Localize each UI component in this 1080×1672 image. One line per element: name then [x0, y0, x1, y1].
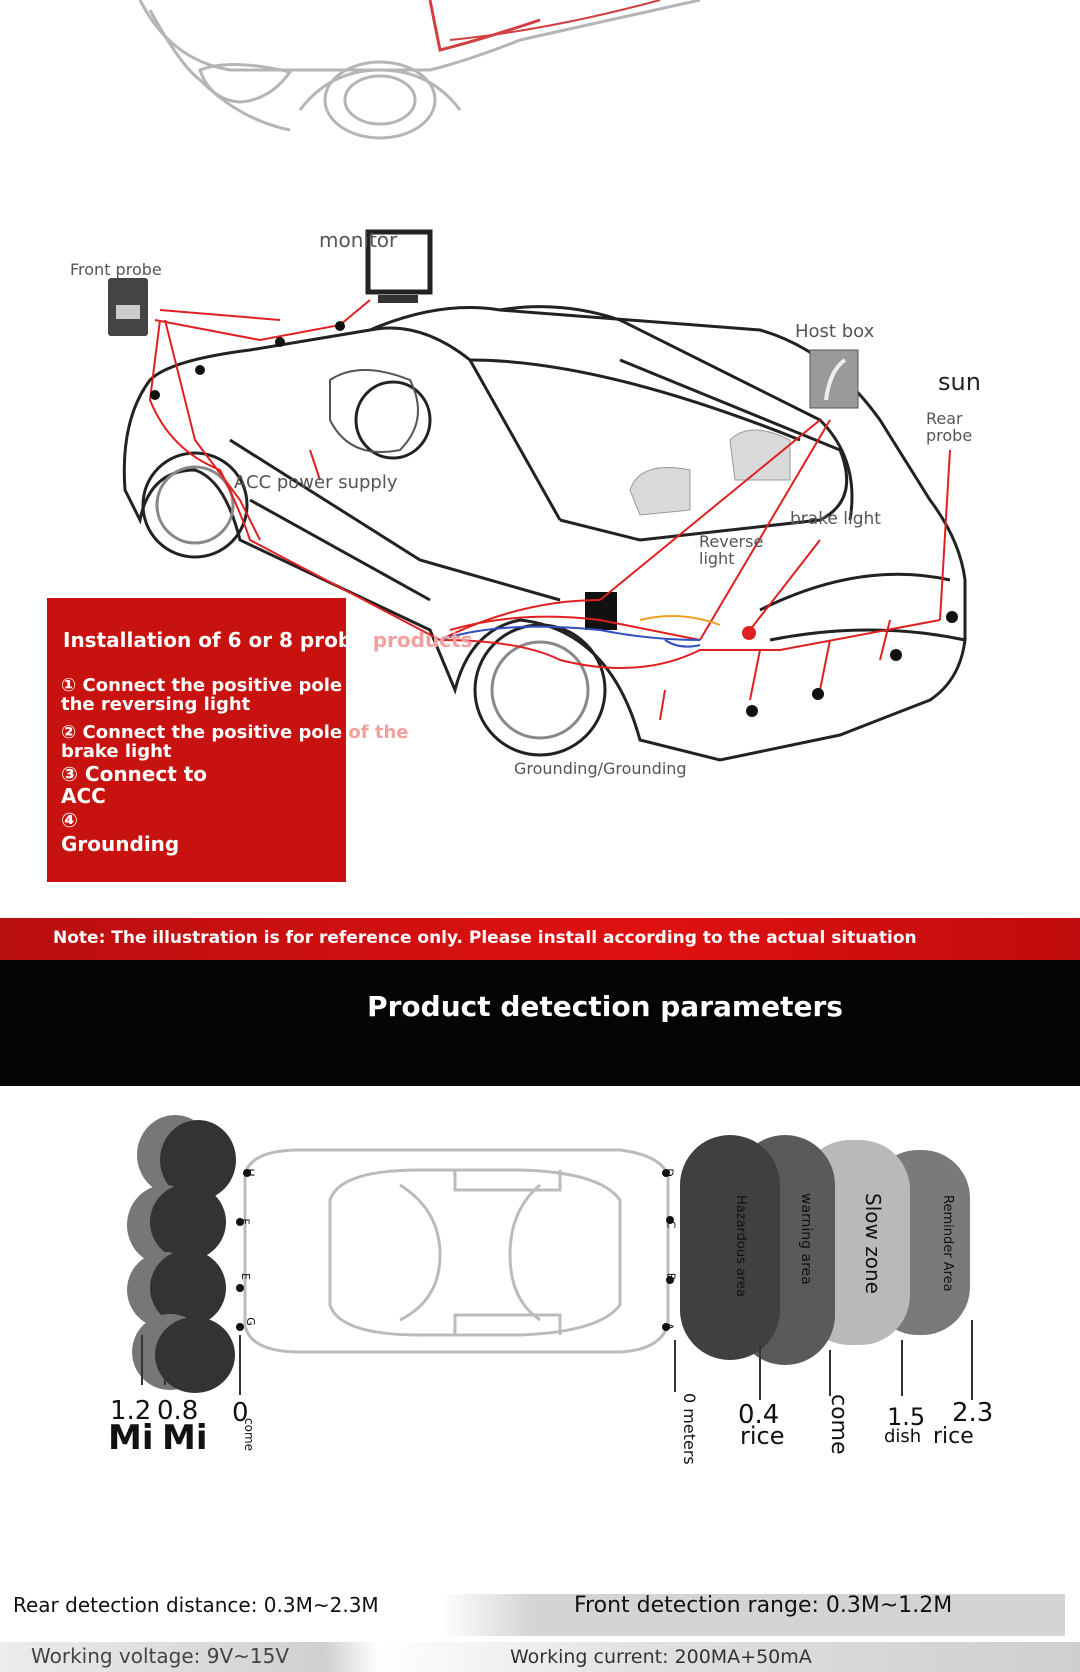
fuel-cap: [585, 592, 617, 630]
top-car-sketch: [138, 0, 701, 140]
sensor-letter-d: D: [662, 1168, 676, 1177]
orange-wiring: [639, 615, 721, 626]
step-2-text: ② Connect the positive pole: [61, 722, 343, 743]
front-probe-label: Front probe: [70, 260, 162, 279]
grounding-label: Grounding/Grounding: [514, 759, 687, 778]
installation-instructions: Installation of 6 or 8 probe products ① …: [47, 598, 473, 882]
step-1-line-1: ① Connect the positive pole of: [61, 675, 369, 696]
front-detection-bubbles: [127, 1115, 236, 1393]
rear-distance-3-value: 1.5: [887, 1403, 926, 1431]
instructions-title-faded: products: [372, 628, 473, 652]
brake-light-label: brake light: [790, 509, 881, 529]
seat-shapes: [629, 429, 791, 516]
rear-probe-label: Rear probe: [926, 409, 973, 445]
rear-distance-2: come: [826, 1394, 851, 1455]
step-3-line-2: ACC: [61, 784, 106, 808]
probe-dots: [150, 321, 958, 717]
front-distance-2-unit: Mi: [162, 1418, 208, 1458]
step-2-faded: of the: [348, 722, 409, 743]
step-3-line-1: ③ Connect to: [61, 762, 208, 786]
installation-diagram: [108, 0, 967, 762]
front-distance-3-unit: come: [242, 1418, 256, 1452]
detection-heading: Product detection parameters: [367, 990, 843, 1023]
rear-detection-zones: [680, 1135, 970, 1365]
spec-front-range: Front detection range: 0.3M~1.2M: [574, 1593, 953, 1618]
reverse-light-label: Reverse light: [699, 532, 764, 568]
spec-bg-front: [440, 1594, 1065, 1636]
sensor-letter-c: C: [664, 1220, 678, 1229]
sensor-letter-h: H: [243, 1168, 257, 1177]
step-1-line-2: the reversing light: [61, 694, 251, 715]
note-text: Note: The illustration is for reference …: [53, 928, 917, 948]
front-distance-2-value: 0.8: [157, 1396, 199, 1426]
rear-distance-3-unit: dish: [884, 1426, 922, 1447]
front-distance-3-value: 0: [232, 1398, 249, 1428]
rear-distance-4-unit: rice: [933, 1424, 974, 1449]
step-2-line-2: brake light: [61, 741, 172, 762]
sensor-letter-b: B: [664, 1272, 678, 1281]
brake-light-dot: [742, 626, 756, 640]
host-box-device: [809, 349, 859, 409]
spec-voltage: Working voltage: 9V~15V: [31, 1644, 290, 1668]
main-car-sketch: [122, 305, 967, 762]
instructions-title: Installation of 6 or 8 probe products: [63, 628, 473, 652]
zone-reminder: Reminder Area: [940, 1195, 955, 1292]
spec-bg-bottom: [0, 1642, 1080, 1672]
note-bar: Note: The illustration is for reference …: [0, 918, 1080, 960]
step-4-line-2: Grounding: [61, 832, 180, 856]
spec-current: Working current: 200MA+50mA: [510, 1646, 812, 1668]
rear-distance-1-value: 0.4: [738, 1400, 780, 1430]
step-2-line-1: ② Connect the positive pole of the: [61, 723, 408, 743]
host-box-label: Host box: [795, 321, 875, 342]
front-distance-1-unit: Mi: [108, 1418, 154, 1458]
step-4-line-1: ④: [61, 808, 78, 832]
zone-slow: Slow zone: [861, 1193, 885, 1294]
red-wiring: [148, 299, 951, 721]
monitor-device: [365, 229, 433, 303]
acc-power-label: ACC power supply: [234, 472, 398, 493]
sun-label: sun: [938, 368, 981, 396]
sensor-letter-e: E: [238, 1273, 252, 1280]
rear-distance-1-unit: rice: [740, 1422, 785, 1450]
rear-distance-0: 0 meters: [680, 1393, 699, 1465]
rear-distance-4-value: 2.3: [952, 1398, 994, 1428]
detection-heading-band: Product detection parameters: [0, 960, 1080, 1086]
sensor-dots: [236, 1169, 674, 1331]
sensor-letter-a: A: [662, 1322, 676, 1331]
zone-hazardous: Hazardous area: [733, 1195, 748, 1297]
instructions-title-text: Installation of 6 or 8 probe: [63, 628, 366, 652]
spec-rear-distance: Rear detection distance: 0.3M~2.3M: [13, 1593, 379, 1617]
monitor-label: monitor: [319, 228, 398, 252]
blue-wiring: [439, 625, 701, 648]
sensor-letter-g: G: [243, 1317, 257, 1326]
sensor-letter-f: F: [238, 1218, 252, 1225]
distance-leader-lines: [141, 1320, 973, 1400]
zone-warning: warning area: [798, 1193, 814, 1285]
front-distance-1-value: 1.2: [110, 1396, 152, 1426]
front-probe-device: [108, 278, 148, 336]
top-view-car: [243, 1148, 670, 1354]
